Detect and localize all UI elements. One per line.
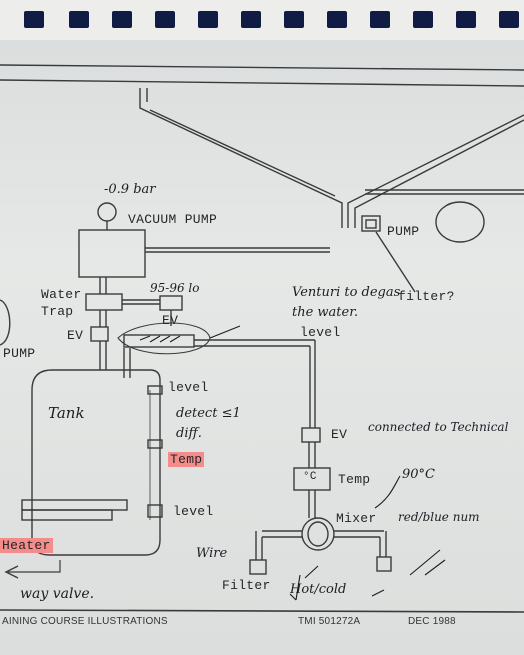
level-tank-label: level bbox=[168, 380, 209, 395]
footer-date: DEC 1988 bbox=[408, 616, 456, 627]
top-right-circle bbox=[435, 201, 485, 243]
temp-unit-label: °C bbox=[303, 471, 317, 483]
temp-value-note: 90°C bbox=[402, 467, 435, 482]
temp-box bbox=[293, 467, 331, 491]
venturi-leader bbox=[209, 325, 241, 339]
temp-right-label: Temp bbox=[338, 472, 371, 487]
outlet-box bbox=[376, 556, 392, 572]
small-pump-inner bbox=[365, 219, 377, 229]
heater-element bbox=[21, 499, 128, 511]
vacuum-pump-label: VACUUM PUMP bbox=[128, 212, 218, 227]
ev-left-box bbox=[90, 326, 109, 342]
small-pump-box bbox=[361, 215, 381, 232]
binding-hole bbox=[112, 11, 132, 28]
gauge-circle bbox=[97, 202, 117, 222]
hot-cold-arrow bbox=[289, 574, 301, 601]
filter-box bbox=[249, 559, 267, 575]
filter-question-label: filter? bbox=[398, 289, 455, 304]
temp-highlight: Temp bbox=[168, 452, 205, 467]
outlet-arrow bbox=[4, 565, 19, 579]
level-sensor-2 bbox=[147, 504, 163, 518]
heater-highlight: Heater bbox=[0, 538, 53, 553]
binding-hole bbox=[456, 11, 476, 28]
left-pump-circle bbox=[0, 299, 11, 346]
venturi-hatch bbox=[139, 335, 181, 343]
scribble bbox=[409, 549, 446, 576]
funnel-left bbox=[139, 88, 343, 228]
valve-note: way valve. bbox=[20, 586, 95, 602]
venturi-note: Venturi to degas the water. bbox=[292, 285, 401, 320]
ev-left-label: EV bbox=[67, 328, 84, 343]
setpoint-box bbox=[159, 295, 183, 311]
ev-middle-label: EV bbox=[162, 313, 179, 328]
outlet-line bbox=[8, 560, 61, 573]
connected-note: connected to Technical bbox=[368, 420, 509, 434]
tank-label: Tank bbox=[48, 404, 85, 422]
footer-code: TMI 501272A bbox=[298, 616, 361, 627]
filter-leader bbox=[375, 231, 416, 293]
binding-strip bbox=[0, 0, 524, 40]
heater-element-2 bbox=[21, 509, 113, 521]
wire-note: Wire bbox=[196, 546, 228, 561]
footer-rule bbox=[0, 609, 524, 613]
tank-outline bbox=[31, 369, 161, 556]
binding-hole bbox=[69, 11, 89, 28]
page-rule bbox=[0, 79, 524, 87]
water-trap-box bbox=[85, 293, 123, 311]
binding-hole bbox=[327, 11, 347, 28]
level-sensor-1 bbox=[147, 385, 163, 395]
water-trap-label: Water Trap bbox=[41, 287, 82, 319]
venturi-box bbox=[123, 334, 195, 348]
temp-tank-label: Temp bbox=[168, 452, 205, 467]
binding-hole bbox=[413, 11, 433, 28]
heater-label: Heater bbox=[0, 538, 53, 553]
pump-left-label: PUMP bbox=[3, 346, 36, 361]
filter-bottom-label: Filter bbox=[222, 578, 271, 593]
setpoint-note: 95-96 lo bbox=[150, 281, 200, 295]
funnel-right-inner bbox=[354, 119, 524, 228]
pump-top-label: PUMP bbox=[387, 224, 420, 239]
binding-hole bbox=[155, 11, 175, 28]
temp-sensor bbox=[147, 439, 163, 449]
funnel-right bbox=[347, 114, 524, 228]
ev-right-label: EV bbox=[331, 427, 348, 442]
mixer-circle bbox=[301, 517, 335, 551]
hot-cold-note: Hot/cold bbox=[290, 582, 347, 597]
binding-hole bbox=[198, 11, 218, 28]
footer-left: AINING COURSE ILLUSTRATIONS bbox=[2, 616, 168, 627]
mixer-leader bbox=[374, 475, 401, 509]
funnel-inner bbox=[149, 109, 336, 197]
binding-hole bbox=[24, 11, 44, 28]
binding-hole bbox=[241, 11, 261, 28]
binding-hole bbox=[499, 11, 519, 28]
ev-right-box bbox=[301, 427, 321, 443]
vacuum-pump-box bbox=[78, 229, 146, 278]
red-blue-note: red/blue num bbox=[398, 510, 480, 524]
hot-arrow bbox=[304, 565, 319, 579]
gauge-label: -0.9 bar bbox=[104, 182, 156, 197]
level-top-label: level bbox=[300, 325, 341, 340]
binding-hole bbox=[370, 11, 390, 28]
cold-arrow bbox=[371, 589, 385, 597]
detect-note: detect ≤1 diff. bbox=[176, 406, 241, 441]
level-bottom-label: level bbox=[173, 504, 214, 519]
mixer-inner bbox=[307, 521, 329, 547]
page-rule-top bbox=[0, 64, 524, 71]
mixer-label: Mixer bbox=[336, 511, 377, 526]
binding-hole bbox=[284, 11, 304, 28]
